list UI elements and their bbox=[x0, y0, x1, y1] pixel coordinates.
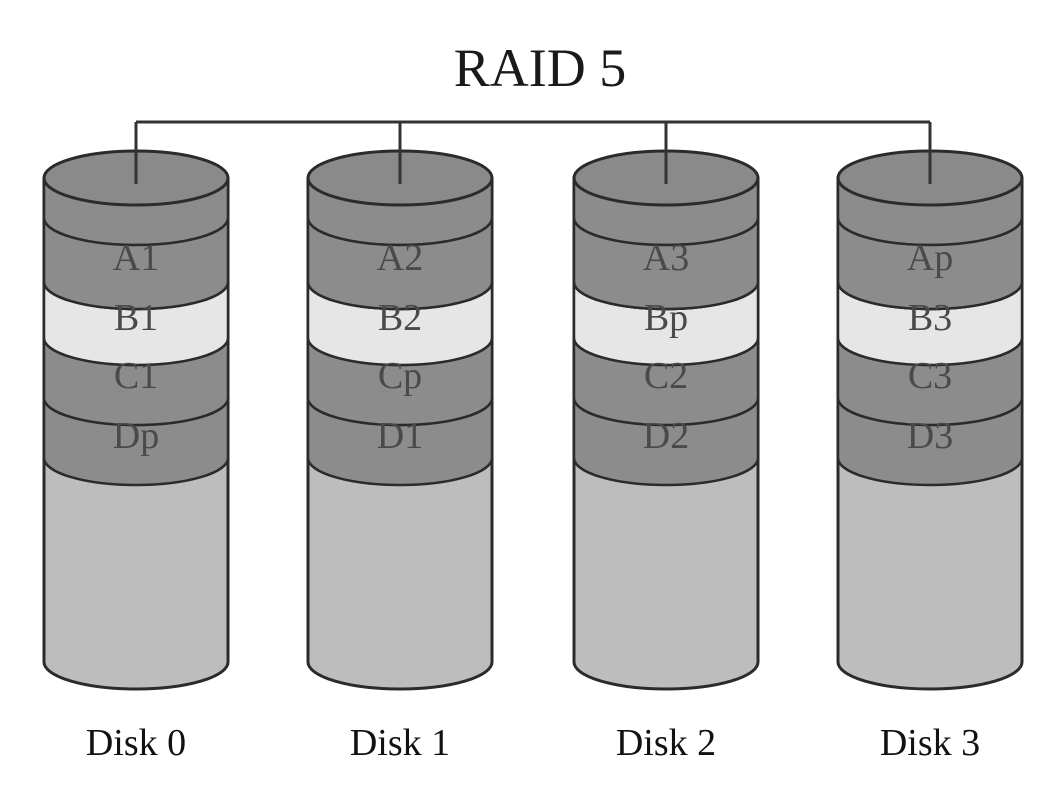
block-label: Dp bbox=[113, 415, 159, 457]
block-label: D3 bbox=[907, 415, 953, 457]
disk-label: Disk 3 bbox=[880, 722, 980, 764]
disk-label: Disk 1 bbox=[350, 722, 450, 764]
block-label: D1 bbox=[377, 415, 423, 457]
disk-label: Disk 0 bbox=[86, 722, 186, 764]
block-band bbox=[306, 217, 494, 311]
block-label: B3 bbox=[908, 297, 952, 339]
block-label: D2 bbox=[643, 415, 689, 457]
disk-label: Disk 2 bbox=[616, 722, 716, 764]
block-label: Ap bbox=[907, 237, 953, 279]
block-label: A1 bbox=[113, 237, 159, 279]
block-label: Cp bbox=[378, 355, 422, 397]
block-label: B2 bbox=[378, 297, 422, 339]
block-label: C2 bbox=[644, 355, 688, 397]
block-band bbox=[42, 217, 230, 311]
block-label: B1 bbox=[114, 297, 158, 339]
block-band bbox=[572, 217, 760, 311]
block-band bbox=[836, 217, 1024, 311]
block-label: C1 bbox=[114, 355, 158, 397]
block-label: A3 bbox=[643, 237, 689, 279]
diagram-title: RAID 5 bbox=[454, 38, 627, 98]
block-label: Bp bbox=[644, 297, 688, 339]
block-label: C3 bbox=[908, 355, 952, 397]
block-label: A2 bbox=[377, 237, 423, 279]
